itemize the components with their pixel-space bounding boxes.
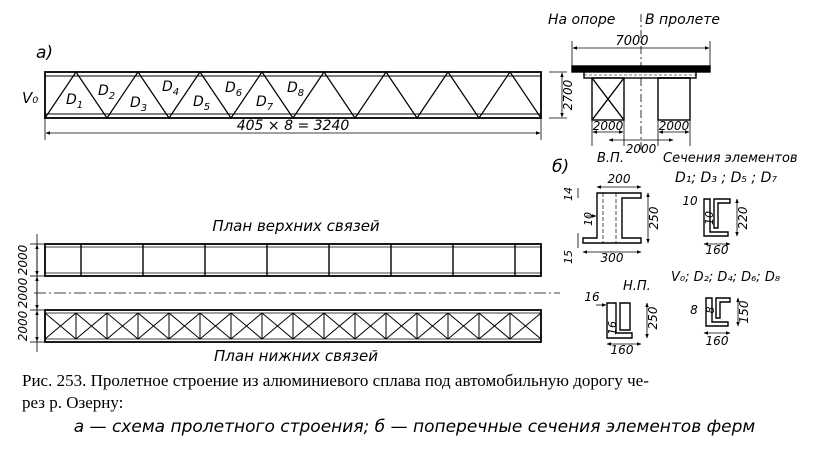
vp-dim-bottom: 300: [601, 251, 624, 265]
plan-dimension-chain: [30, 234, 44, 352]
deven-dim-inner: 8: [704, 307, 717, 314]
lower-brace-member: [354, 312, 387, 340]
section-upper-chord: [577, 185, 650, 254]
part-b-marker: б): [552, 157, 569, 177]
plan-dim-mid: 2000: [16, 277, 30, 308]
deven-dim-bottom: 160: [706, 334, 729, 348]
lower-brace-member: [168, 312, 201, 340]
np-dim-bottom: 160: [611, 343, 634, 357]
upper-plan-title: План верхних связей: [212, 217, 380, 235]
plan-dim-bottom: 2000: [16, 310, 30, 341]
deven-dim-web: 8: [690, 303, 698, 317]
lower-brace-member: [75, 312, 108, 340]
section-lower-chord: [596, 302, 649, 346]
np-dim-height: 250: [646, 306, 660, 329]
dodd-dim-web: 10: [682, 194, 698, 208]
upper-bracing-plan: [44, 243, 542, 277]
diagonal-label-1: D1: [66, 92, 83, 111]
dim-middle: 2000: [626, 142, 657, 156]
lower-brace-member: [106, 312, 139, 340]
span-dimension: 405 × 8 = 3240: [237, 118, 350, 134]
caption-line-1: Рис. 253. Пролетное строение из алюминие…: [22, 371, 649, 390]
lower-brace-member: [323, 312, 356, 340]
diagonal-label-2: D2: [98, 83, 115, 102]
sections-even-list: V₀; D₂; D₄; D₆; D₈: [671, 270, 780, 285]
lower-brace-member: [230, 312, 263, 340]
vp-dim-15: 15: [562, 250, 575, 264]
lower-chord-label: Н.П.: [623, 279, 651, 294]
part-a-marker: а): [36, 43, 53, 63]
label-on-support: На опоре: [548, 12, 615, 28]
figure-caption: Рис. 253. Пролетное строение из алюминие…: [0, 370, 829, 438]
upper-chord-label: В.П.: [597, 151, 624, 166]
bridge-cross-section: [571, 14, 711, 150]
sections-odd-list: D₁; D₃ ; D₅ ; D₇: [675, 170, 777, 186]
dodd-dim-inner: 10: [703, 211, 716, 225]
diagonal-label-5: D5: [193, 94, 210, 113]
plan-dim-top: 2000: [16, 244, 30, 275]
diagonal-label-6: D6: [225, 80, 242, 99]
np-dim-flange: 16: [606, 321, 619, 335]
lower-brace-member: [292, 312, 325, 340]
lower-brace-member: [261, 312, 294, 340]
section-diagonals-odd: [703, 198, 739, 246]
lower-brace-member: [137, 312, 170, 340]
lower-brace-member: [416, 312, 449, 340]
vp-dim-14: 14: [562, 187, 575, 201]
np-dim-web: 16: [584, 290, 600, 304]
section-diagonals-even: [703, 297, 740, 335]
lower-plan-title: План нижних связей: [214, 347, 378, 365]
vp-dim-10: 10: [582, 212, 595, 226]
truss-elevation: [44, 70, 567, 140]
vp-dim-height: 250: [647, 206, 661, 229]
lower-brace-member: [44, 312, 77, 340]
diagonal-label-3: D3: [130, 95, 147, 114]
lower-brace-member: [478, 312, 511, 340]
caption-line-2: рез р. Озерну:: [22, 393, 124, 412]
diagonal-label-7: D7: [256, 94, 274, 113]
diagonal-label-4: D4: [162, 79, 179, 98]
width-dimension: 7000: [615, 34, 648, 49]
dodd-dim-bottom: 160: [706, 243, 729, 257]
sections-title: Сечения элементов: [663, 151, 798, 166]
height-dimension: 2700: [561, 79, 575, 110]
dim-left: 2000: [593, 119, 624, 133]
diagonal-label-8: D8: [287, 80, 304, 99]
support-label: V₀: [22, 89, 38, 107]
lower-brace-member: [447, 312, 480, 340]
lower-brace-member: [199, 312, 232, 340]
vp-dim-top: 200: [608, 172, 631, 186]
dim-right: 2000: [659, 119, 690, 133]
deven-dim-height: 150: [737, 300, 751, 323]
label-in-span: В пролете: [645, 12, 720, 28]
lower-brace-member: [509, 312, 542, 340]
caption-line-3: а — схема пролетного строения; б — попер…: [73, 417, 756, 437]
dodd-dim-height: 220: [736, 206, 750, 229]
lower-brace-member: [385, 312, 418, 340]
